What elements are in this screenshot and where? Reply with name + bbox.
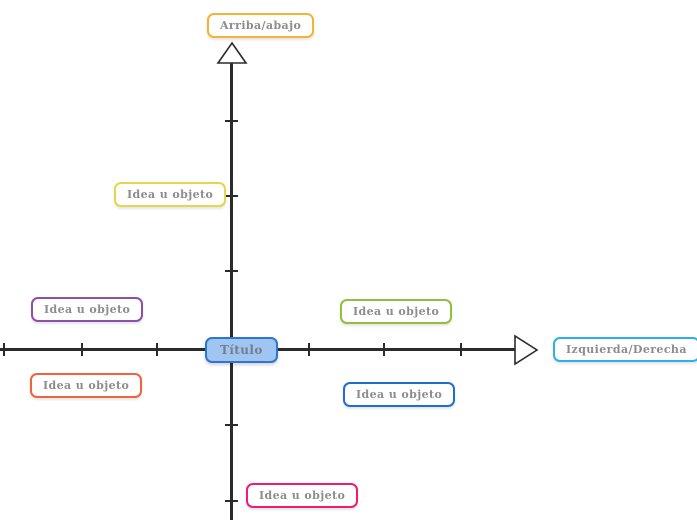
idea-node-lower-left[interactable]: Idea u objeto: [30, 373, 143, 398]
vertical-axis-tick: [225, 270, 238, 272]
vertical-axis-label[interactable]: Arriba/abajo: [207, 13, 315, 38]
idea-node-upper-left[interactable]: Idea u objeto: [114, 182, 227, 207]
horizontal-axis-tick: [156, 343, 158, 356]
vertical-axis-tick: [225, 195, 238, 197]
idea-node-lower-right[interactable]: Idea u objeto: [343, 382, 456, 407]
horizontal-axis-tick: [383, 343, 385, 356]
arrowhead-right-icon: [514, 334, 539, 366]
vertical-axis-tick: [225, 424, 238, 426]
vertical-axis-line: [230, 62, 233, 520]
horizontal-axis-tick: [460, 343, 462, 356]
idea-node-mid-left[interactable]: Idea u objeto: [31, 297, 144, 322]
vertical-axis-tick: [225, 120, 238, 122]
horizontal-axis-tick: [81, 343, 83, 356]
horizontal-axis-label[interactable]: Izquierda/Derecha: [553, 337, 697, 362]
idea-node-upper-right[interactable]: Idea u objeto: [340, 299, 453, 324]
center-title-node[interactable]: Título: [205, 337, 278, 363]
horizontal-axis-tick: [308, 343, 310, 356]
vertical-axis-tick: [225, 500, 238, 502]
horizontal-axis-tick: [3, 343, 5, 356]
idea-node-bottom-center[interactable]: Idea u objeto: [246, 483, 359, 508]
arrowhead-up-icon: [216, 41, 248, 64]
